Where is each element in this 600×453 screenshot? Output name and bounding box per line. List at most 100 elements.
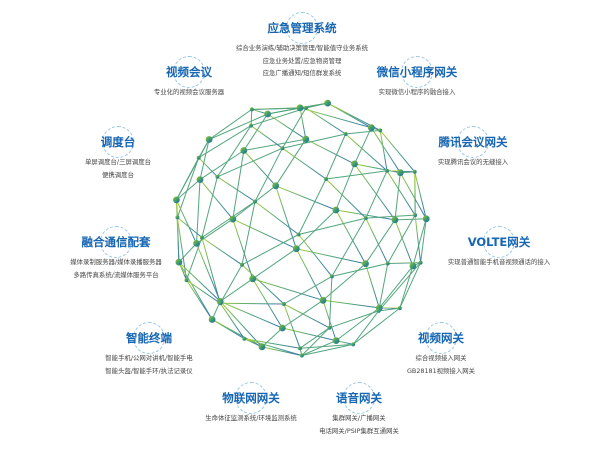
globe-edge xyxy=(208,113,268,140)
terminal-line-2: 智能头盔/智能手环/执法记录仪 xyxy=(105,366,193,375)
globe-edge xyxy=(325,133,347,180)
globe-node-dot xyxy=(296,104,304,112)
globe-edge xyxy=(201,237,221,304)
globe-edge xyxy=(298,217,366,235)
dashed-ring-icon xyxy=(173,56,205,88)
globe-node-dot xyxy=(397,306,402,311)
globe-edge xyxy=(211,319,245,340)
globe-edge xyxy=(196,218,234,244)
globe-node-dot xyxy=(343,132,348,136)
globe-edge xyxy=(254,201,299,235)
globe-node-dot xyxy=(278,324,286,332)
globe-edge xyxy=(298,234,333,277)
globe-edge xyxy=(412,218,427,267)
node-smart-terminal: 智能终端 智能手机/公网对讲机/智能手电 智能头盔/智能手环/执法记录仪 xyxy=(84,322,214,377)
fusion-line-2: 多路传真系统/流媒体服务平台 xyxy=(73,270,159,279)
globe-node-dot xyxy=(175,258,183,266)
voice-line-1: 集群网关/广播网关 xyxy=(332,414,386,422)
globe-edge xyxy=(199,179,234,220)
globe-edge xyxy=(370,127,401,173)
node-tencent-gateway: 腾讯会议网关 实现腾讯会议的无缝接入 xyxy=(408,126,538,169)
globe-edge xyxy=(379,130,388,171)
globe-edge xyxy=(335,209,366,264)
globe-edge xyxy=(329,310,379,329)
globe-edge xyxy=(250,107,307,127)
globe-node-dot xyxy=(299,353,304,358)
dashed-ring-icon xyxy=(235,382,267,414)
globe-edge xyxy=(176,217,180,263)
globe-edge xyxy=(244,338,301,349)
video-gateway-line-2: GB28181视频接入网关 xyxy=(406,366,475,375)
globe-edge xyxy=(283,303,301,349)
dispatch-console-title[interactable]: 调度台 xyxy=(97,126,140,158)
globe-node-dot xyxy=(253,199,257,204)
globe-edge xyxy=(244,338,302,356)
globe-node-dot xyxy=(199,235,204,240)
globe-edge xyxy=(394,218,427,221)
globe-edge xyxy=(241,234,299,266)
globe-node-dot xyxy=(324,99,331,107)
globe-edge xyxy=(176,217,187,281)
globe-node-dot xyxy=(362,260,369,268)
globe-edge xyxy=(365,214,416,219)
globe-edge xyxy=(378,265,414,309)
globe-node-dot xyxy=(385,261,390,266)
globe-edge xyxy=(220,302,284,305)
globe-edge xyxy=(387,214,416,264)
globe-edge xyxy=(216,125,252,178)
volte-gateway-title[interactable]: VOLTE网关 xyxy=(464,226,535,258)
globe-edge xyxy=(243,113,269,151)
globe-edge xyxy=(295,248,324,301)
globe-node-dot xyxy=(418,260,423,265)
globe-edge xyxy=(208,108,253,140)
globe-node-dot xyxy=(422,215,430,223)
node-emergency-management: 应急管理系统 综合业务演练/辅助决策管理/智能值守业务系统 应急业务处置/应急物… xyxy=(212,12,392,80)
globe-edge xyxy=(394,172,401,220)
globe-node-dot xyxy=(396,169,404,177)
voice-line-2: 电话网关/PSIP集群互通网关 xyxy=(319,426,399,435)
globe-edge xyxy=(352,307,401,345)
fusion-communication-title[interactable]: 融合通信配套 xyxy=(78,226,155,258)
globe-edge xyxy=(325,170,388,180)
globe-edge xyxy=(232,150,245,220)
globe-edge xyxy=(301,327,330,356)
globe-node-dot xyxy=(319,296,327,304)
globe-node-dot xyxy=(376,308,381,313)
globe-edge xyxy=(365,219,396,264)
globe-node-dot xyxy=(413,213,418,218)
globe-edge xyxy=(378,263,389,311)
globe-edge xyxy=(201,201,256,238)
wechat-gateway-title[interactable]: 微信小程序网关 xyxy=(373,56,462,88)
iot-gateway-title[interactable]: 物联网网关 xyxy=(218,382,284,414)
video-conference-title[interactable]: 视频会议 xyxy=(162,56,216,88)
emergency-management-title[interactable]: 应急管理系统 xyxy=(264,12,341,44)
globe-node-dot xyxy=(391,216,399,224)
globe-node-dot xyxy=(292,245,300,253)
dashed-ring-icon xyxy=(100,226,132,258)
dashed-ring-icon xyxy=(425,322,457,354)
globe-edge xyxy=(201,237,243,266)
globe-node-dot xyxy=(324,177,328,181)
dashed-ring-icon xyxy=(102,126,134,158)
globe-edge xyxy=(328,276,333,328)
globe-edge xyxy=(301,340,337,356)
smart-terminal-title[interactable]: 智能终端 xyxy=(122,322,176,354)
globe-edge xyxy=(241,264,285,305)
tencent-gateway-title[interactable]: 腾讯会议网关 xyxy=(435,126,512,158)
video-conference-line-1: 专业化的视频会议服务器 xyxy=(153,88,225,96)
globe-edge xyxy=(345,129,381,135)
node-dispatch-console: 调度台 单屏调度台/三屏调度台 便携调度台 xyxy=(58,126,178,181)
globe-edge xyxy=(305,138,355,165)
voice-gateway-title[interactable]: 语音网关 xyxy=(332,382,386,414)
globe-edge xyxy=(219,301,263,348)
dashed-ring-icon xyxy=(133,322,165,354)
globe-edge xyxy=(282,327,337,342)
globe-edge xyxy=(281,107,307,149)
globe-node-dot xyxy=(302,135,310,143)
globe-node-dot xyxy=(208,316,216,323)
globe-edge xyxy=(275,138,307,187)
video-gateway-title[interactable]: 视频网关 xyxy=(414,322,468,354)
globe-node-dot xyxy=(385,168,389,173)
terminal-line-1: 智能手机/公网对讲机/智能手电 xyxy=(105,354,193,362)
